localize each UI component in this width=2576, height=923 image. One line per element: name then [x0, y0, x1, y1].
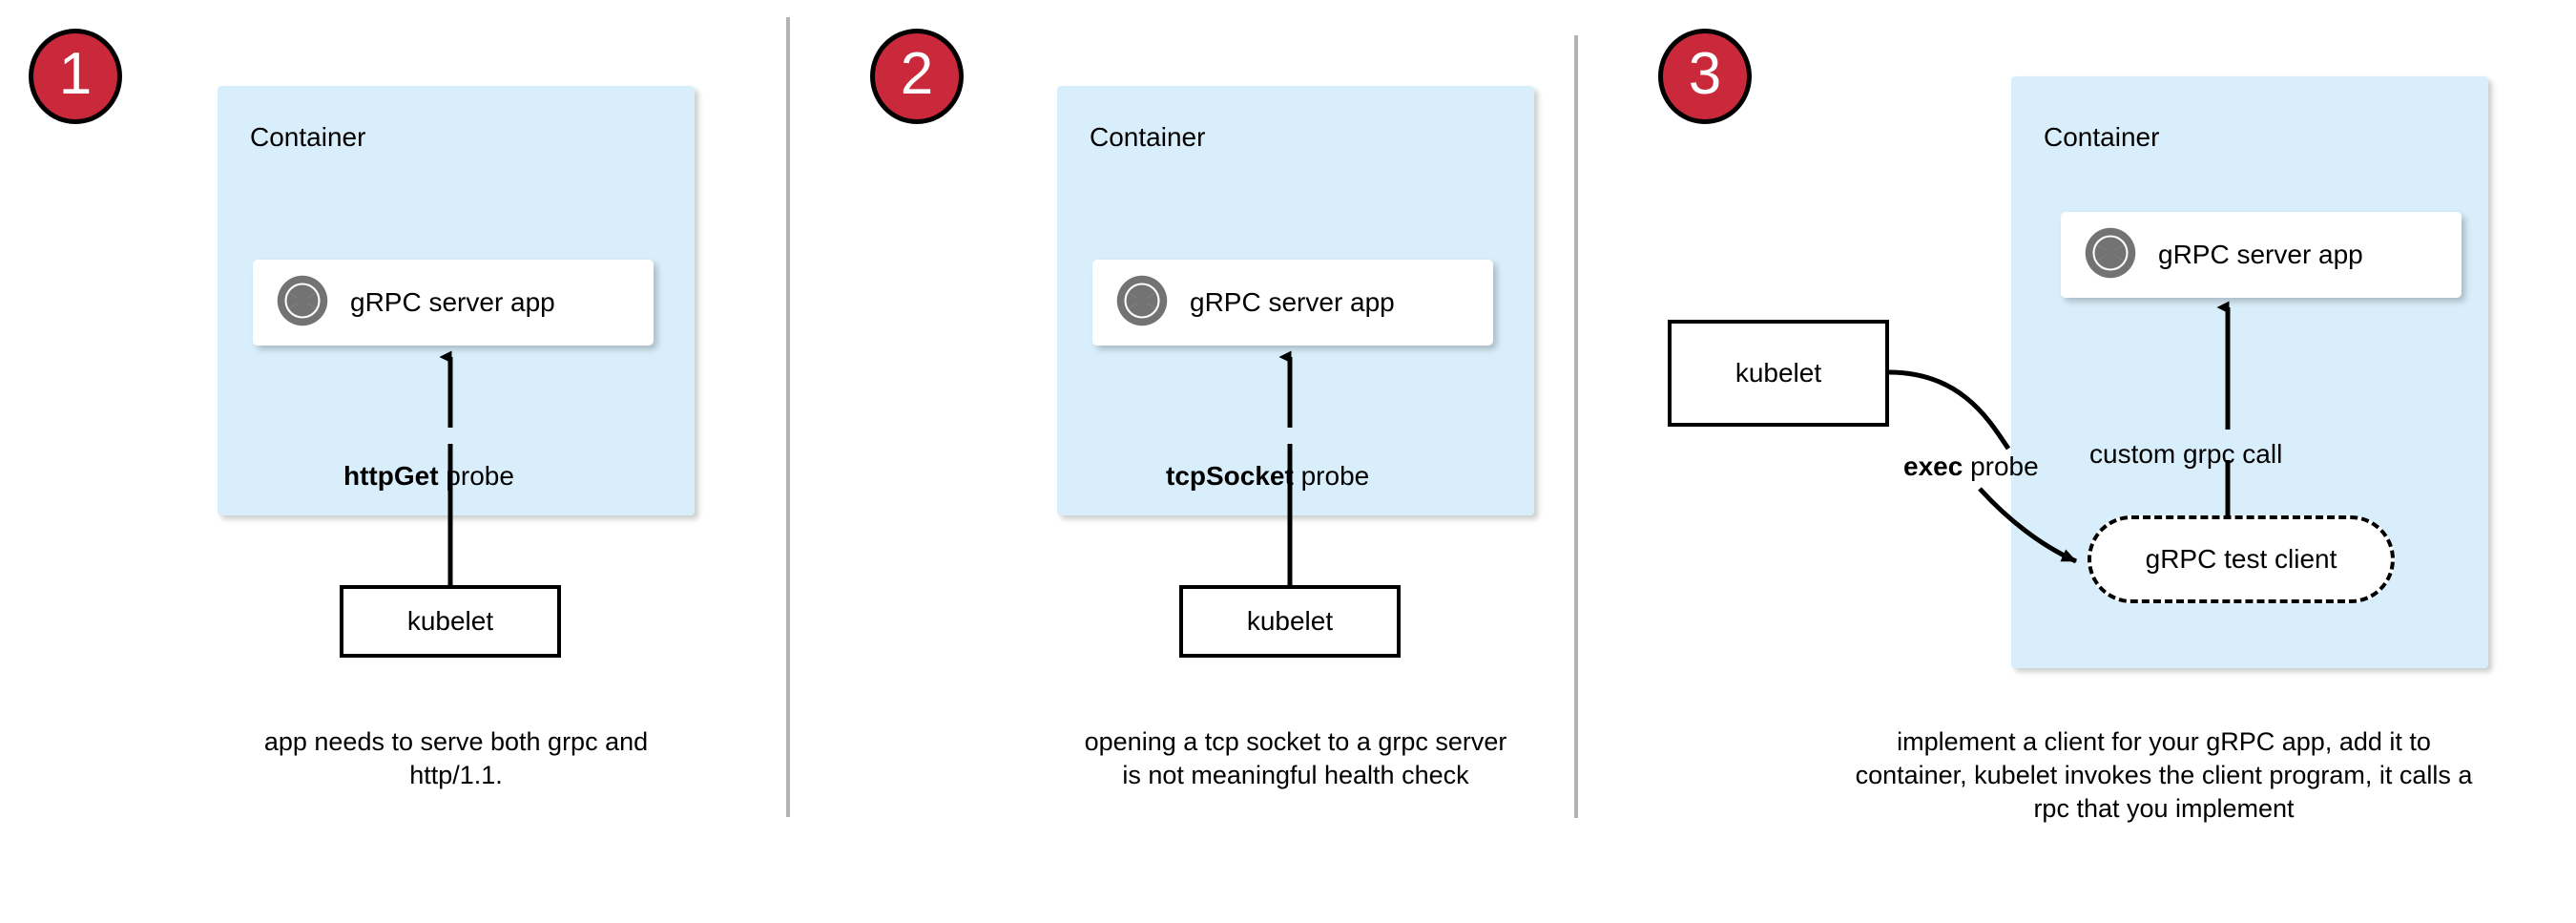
- panel-caption-2: opening a tcp socket to a grpc server is…: [1084, 727, 1507, 789]
- kubelet-label-1: kubelet: [406, 606, 494, 636]
- grpc-test-client-pill: gRPC test client: [2088, 515, 2395, 603]
- probe-type-3: exec: [1903, 451, 1963, 481]
- custom-grpc-call-label: custom grpc call: [2089, 439, 2283, 469]
- probe-type-2: tcpSocket: [1166, 461, 1294, 491]
- step-badge-3: 3: [1658, 29, 1752, 124]
- grpc-aperture-icon: [2084, 226, 2137, 284]
- grpc-aperture-icon: [276, 274, 329, 332]
- step-badge-1: 1: [29, 29, 122, 124]
- container-label-3: Container: [2044, 122, 2160, 152]
- panel-caption-3: implement a client for your gRPC app, ad…: [1855, 727, 2473, 823]
- kubelet-box-2: kubelet: [1179, 585, 1401, 658]
- grpc-server-app-label-2: gRPC server app: [1190, 287, 1395, 317]
- grpc-server-app-card-1: gRPC server app: [253, 260, 654, 346]
- kubelet-box-1: kubelet: [340, 585, 561, 658]
- probe-word-2: probe: [1293, 461, 1370, 491]
- step-badge-number: 2: [900, 41, 934, 107]
- container-label-1: Container: [250, 122, 366, 152]
- panel-divider-1: [786, 17, 790, 817]
- probe-word-3: probe: [1963, 451, 2039, 481]
- grpc-server-app-card-3: gRPC server app: [2061, 212, 2462, 298]
- step-badge-2: 2: [870, 29, 964, 124]
- probe-word-1: probe: [438, 461, 514, 491]
- kubelet-label-2: kubelet: [1246, 606, 1334, 636]
- grpc-server-app-card-2: gRPC server app: [1092, 260, 1493, 346]
- grpc-server-app-label-3: gRPC server app: [2158, 240, 2363, 269]
- grpc-test-client-label: gRPC test client: [2145, 544, 2337, 574]
- probe-type-1: httpGet: [343, 461, 439, 491]
- kubelet-box-3: kubelet: [1668, 320, 1889, 427]
- probe-label-3: exec probe: [1903, 453, 2039, 480]
- kubelet-label-3: kubelet: [1735, 358, 1822, 388]
- step-badge-number: 3: [1688, 41, 1722, 107]
- container-label-2: Container: [1090, 122, 1206, 152]
- panel-divider-2: [1574, 35, 1578, 818]
- probe-label-1: httpGet probe: [343, 463, 514, 490]
- probe-label-2: tcpSocket probe: [1166, 463, 1369, 490]
- step-badge-number: 1: [58, 41, 93, 107]
- grpc-server-app-label-1: gRPC server app: [350, 287, 555, 317]
- panel-caption-1: app needs to serve both grpc and http/1.…: [263, 727, 649, 789]
- grpc-aperture-icon: [1115, 274, 1169, 332]
